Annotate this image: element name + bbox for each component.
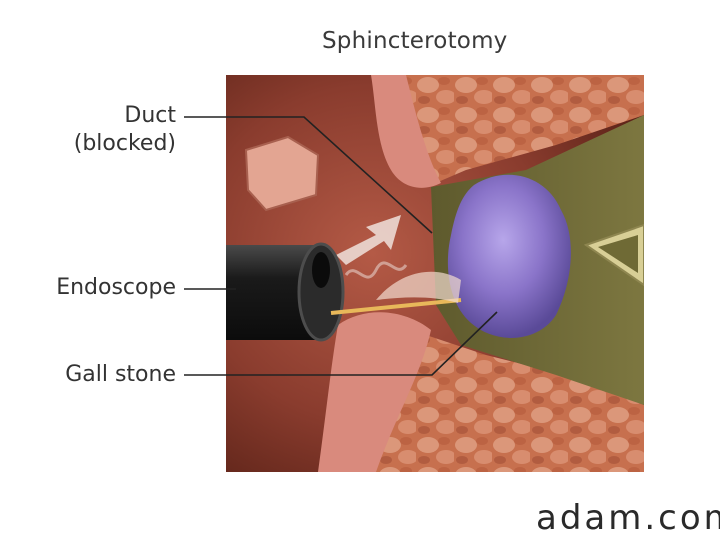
label-duct: Duct (blocked): [52, 102, 176, 158]
label-endoscope: Endoscope: [30, 274, 176, 302]
label-duct-line1: Duct: [52, 102, 176, 130]
label-duct-line2: (blocked): [52, 130, 176, 158]
endoscope-lens: [312, 252, 330, 288]
diagram-title: Sphincterotomy: [322, 28, 508, 54]
sphincterotomy-illustration: [226, 75, 644, 472]
label-gall-stone: Gall stone: [30, 361, 176, 389]
brand-logo: adam.com: [536, 498, 720, 538]
gall-stone: [448, 175, 571, 338]
